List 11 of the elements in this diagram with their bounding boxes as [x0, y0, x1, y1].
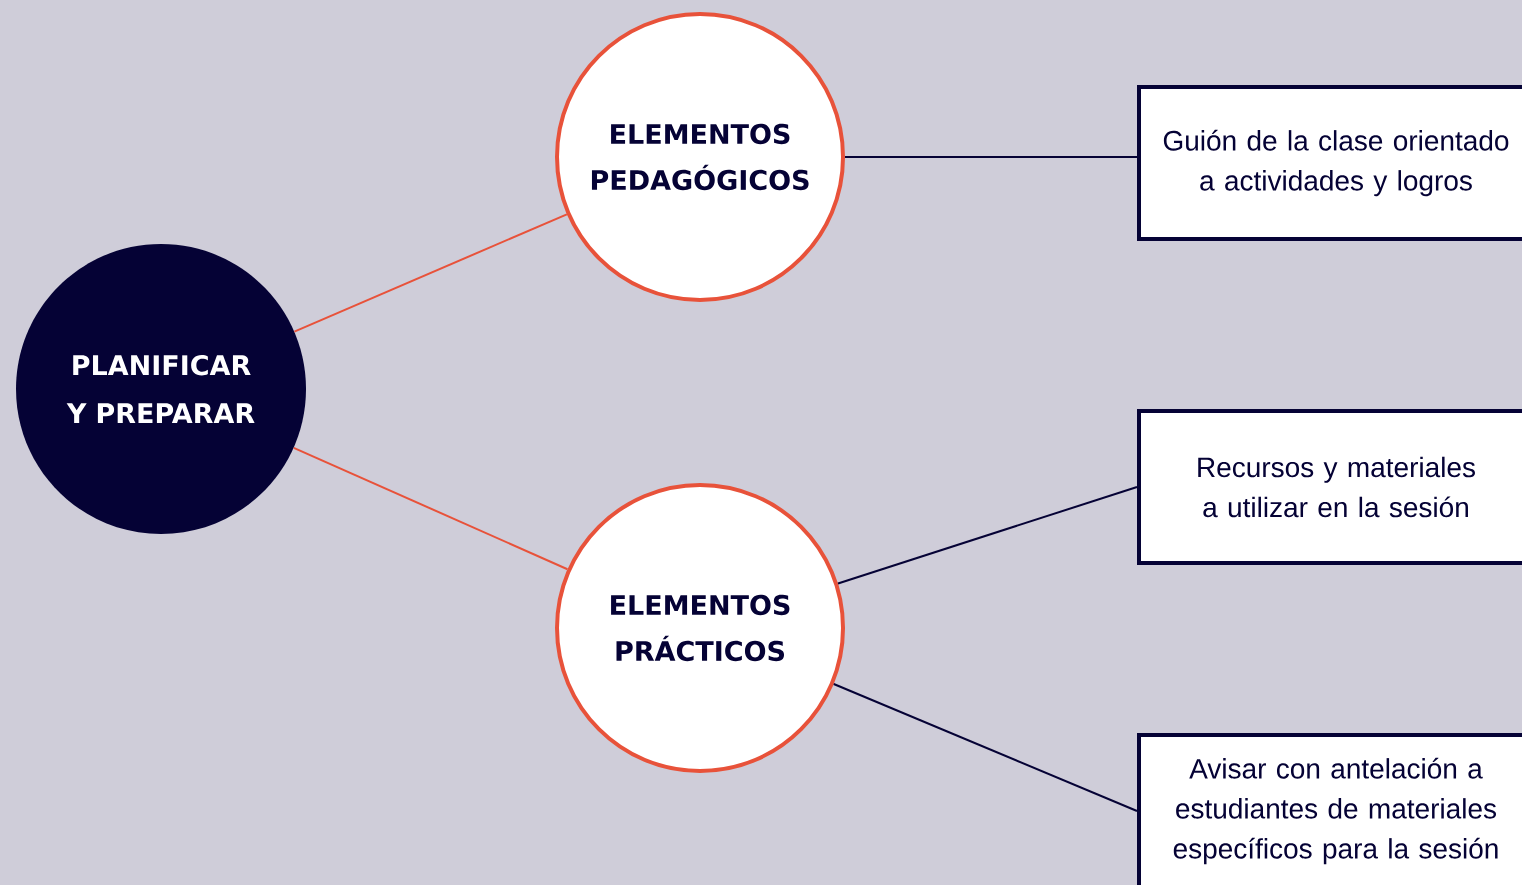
circle-node: ELEMENTOS PRÁCTICOS: [555, 483, 845, 773]
text-box: Guión de la clase orientado a actividades y logros: [1137, 85, 1522, 241]
text-box: Recursos y materiales a utilizar en la sesión: [1137, 409, 1522, 565]
connector-line: [293, 213, 568, 333]
connector-line: [292, 446, 569, 571]
circle-node: ELEMENTOS PEDAGÓGICOS: [555, 12, 845, 302]
connector-line: [832, 683, 1138, 812]
circle-node: PLANIFICAR Y PREPARAR: [16, 244, 306, 534]
text-box: Avisar con antelación a estudiantes de materiales específicos para la sesión: [1137, 733, 1522, 885]
connector-line: [837, 486, 1138, 585]
connector-line: [844, 156, 1138, 158]
